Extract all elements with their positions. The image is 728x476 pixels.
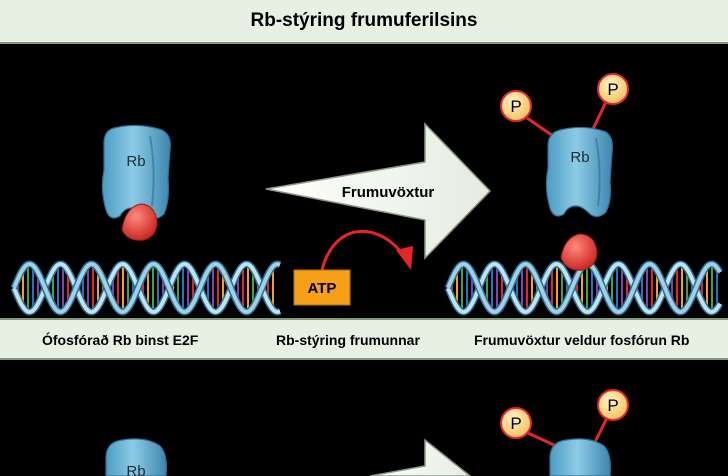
title-bar: Rb-stýring frumuferilsins <box>0 0 728 44</box>
lower-arrow <box>369 438 472 476</box>
rb-right-label: Rb <box>570 149 589 166</box>
growth-arrow <box>265 122 492 260</box>
phosphate-2: P <box>597 73 629 105</box>
rb-protein-lower-left: Rb <box>105 438 167 476</box>
phosphate-link-2 <box>591 99 609 130</box>
phosphate-1-label: P <box>510 97 521 116</box>
phosphate-4: P <box>597 389 629 421</box>
dna-helix-right <box>444 260 724 316</box>
phosphate-4-label: P <box>607 396 618 415</box>
phosphate-1: P <box>500 90 532 122</box>
atp-curve-arrow <box>320 230 406 271</box>
e2f-right <box>560 233 598 271</box>
rb-protein-left: Rb <box>101 124 171 220</box>
phosphate-2-label: P <box>607 80 618 99</box>
rb-protein-right: Rb <box>545 126 613 218</box>
caption-right: Frumuvöxtur veldur fosfórun Rb <box>474 332 690 348</box>
e2f-left <box>121 203 158 241</box>
dna-backbone <box>12 261 281 315</box>
diagram-title: Rb-stýring frumuferilsins <box>250 10 478 31</box>
dna-backbone <box>12 261 281 315</box>
atp-box <box>293 269 351 306</box>
rb-lower-label: Rb <box>126 463 145 476</box>
caption-band <box>0 318 728 360</box>
atp-label: ATP <box>308 280 337 297</box>
rb-left-label: Rb <box>126 153 145 170</box>
caption-left: Ófosfórað Rb binst E2F <box>42 332 199 348</box>
atp-arrowhead <box>396 246 413 270</box>
dna-backbone <box>446 261 722 315</box>
caption-center: Rb-stýring frumunnar <box>276 332 420 348</box>
phosphate-3: P <box>500 407 532 439</box>
phosphate-link-3 <box>525 430 557 448</box>
phosphate-3-label: P <box>510 414 521 433</box>
rb-protein-lower-right <box>549 438 611 476</box>
dna-helix-left <box>10 260 282 316</box>
growth-arrow-label: Frumuvöxtur <box>342 184 435 201</box>
phosphate-link-4 <box>592 417 609 445</box>
